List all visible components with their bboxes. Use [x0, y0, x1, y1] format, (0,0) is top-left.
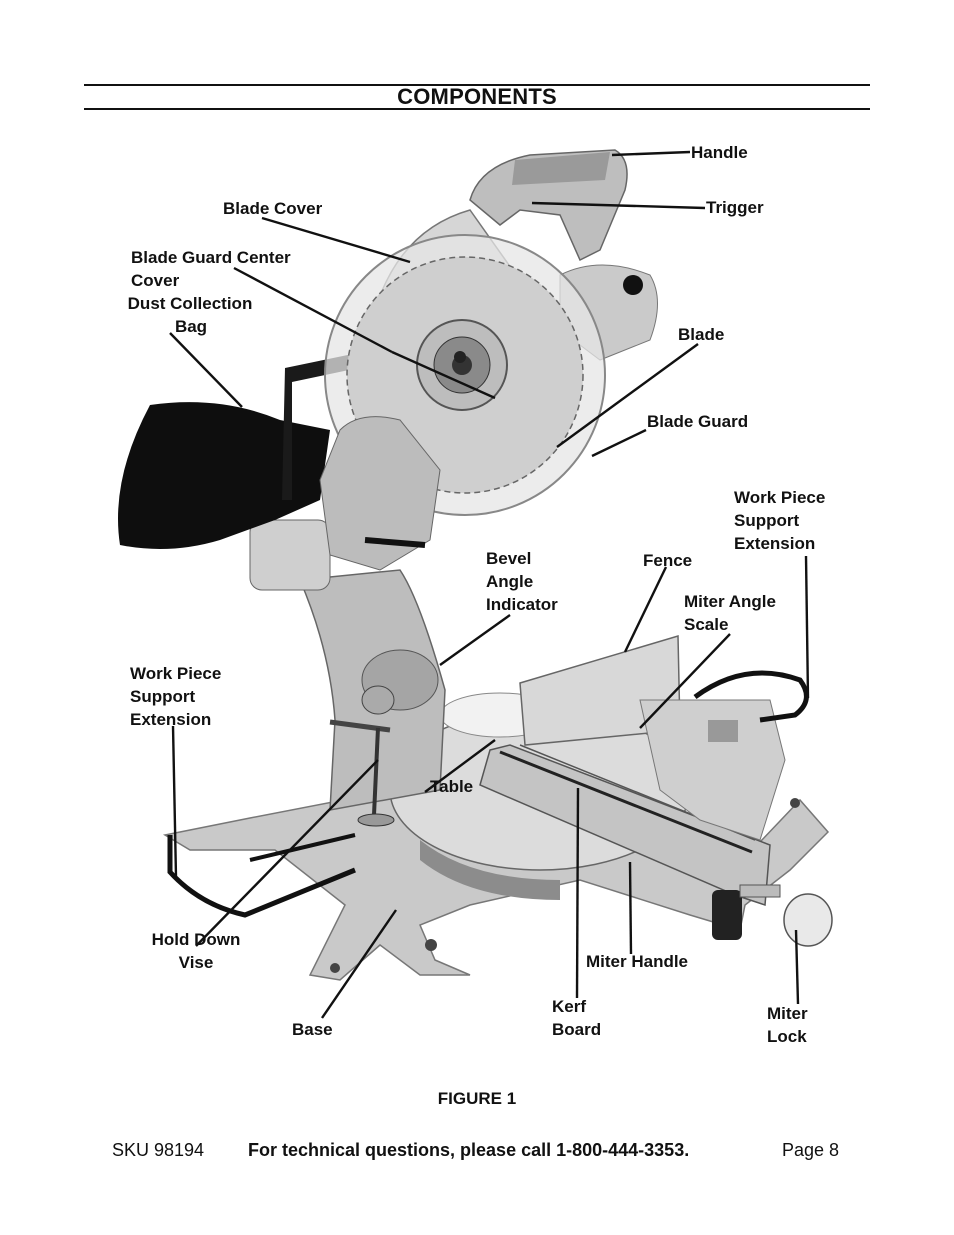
- label-line: Bag: [174, 317, 208, 336]
- label-miter-lock: Miter Lock: [767, 1002, 808, 1048]
- label-table: Table: [430, 777, 474, 796]
- label-line: Cover: [131, 271, 180, 290]
- label-line: Work Piece: [734, 488, 826, 507]
- label-blade: Blade: [678, 325, 725, 344]
- hold-down-vise: [329, 685, 395, 827]
- label-miter-handle: Miter Handle: [586, 952, 689, 971]
- label-blade-guard: Blade Guard: [647, 412, 749, 431]
- left-extension: [167, 833, 356, 918]
- label-hold-down-vise: Hold Down Vise: [146, 928, 246, 974]
- label-line: Miter: [767, 1004, 808, 1023]
- label-handle: Handle: [691, 143, 748, 162]
- label-miter-angle-scale: Miter Angle Scale: [684, 590, 776, 636]
- label-line: Support: [130, 687, 196, 706]
- label-line: Support: [734, 511, 800, 530]
- right-extension: [639, 670, 809, 841]
- top-rule: [84, 84, 870, 86]
- label-line: Work Piece: [130, 664, 222, 683]
- figure-caption: FIGURE 1: [437, 1089, 517, 1108]
- label-work-piece-support-extension-left: Work Piece Support Extension: [130, 662, 221, 731]
- label-work-piece-support-extension-right: Work Piece Support Extension: [734, 486, 825, 555]
- label-trigger: Trigger: [706, 198, 764, 217]
- label-line: Indicator: [486, 595, 558, 614]
- label-line: Extension: [734, 534, 816, 553]
- footer-page-number: Page 8: [782, 1140, 840, 1160]
- label-blade-guard-center-cover: Blade Guard Center Cover: [131, 246, 291, 292]
- label-dust-collection-bag: Dust Collection Bag: [121, 292, 259, 338]
- miter-lock-knob: [739, 884, 833, 947]
- blade-lower-housing: [319, 351, 466, 571]
- label-base: Base: [292, 1020, 333, 1039]
- saw-handle: [469, 149, 628, 262]
- label-line: Angle: [486, 572, 534, 591]
- label-bevel-angle-indicator: Bevel Angle Indicator: [486, 547, 558, 616]
- label-line: Scale: [684, 615, 729, 634]
- leader-lines: [169, 150, 810, 1019]
- label-line: Board: [552, 1020, 602, 1039]
- footer-sku: SKU 98194: [112, 1140, 205, 1160]
- label-fence: Fence: [643, 551, 693, 570]
- label-line: Extension: [130, 710, 212, 729]
- label-line: Hold Down: [151, 930, 241, 949]
- page-title: COMPONENTS: [397, 84, 557, 109]
- footer-phone: For technical questions, please call 1-8…: [248, 1140, 690, 1160]
- label-line: Lock: [767, 1027, 807, 1046]
- label-line: Miter Angle: [684, 592, 776, 611]
- label-line: Blade Guard Center: [131, 248, 291, 267]
- label-line: Kerf: [552, 997, 587, 1016]
- label-blade-cover: Blade Cover: [223, 199, 323, 218]
- bottom-rule: [84, 108, 870, 110]
- label-kerf-board: Kerf Board: [552, 995, 601, 1041]
- label-line: Vise: [178, 953, 214, 972]
- pivot-arm: [249, 519, 446, 811]
- label-line: Bevel: [486, 549, 532, 568]
- label-line: Dust Collection: [127, 294, 253, 313]
